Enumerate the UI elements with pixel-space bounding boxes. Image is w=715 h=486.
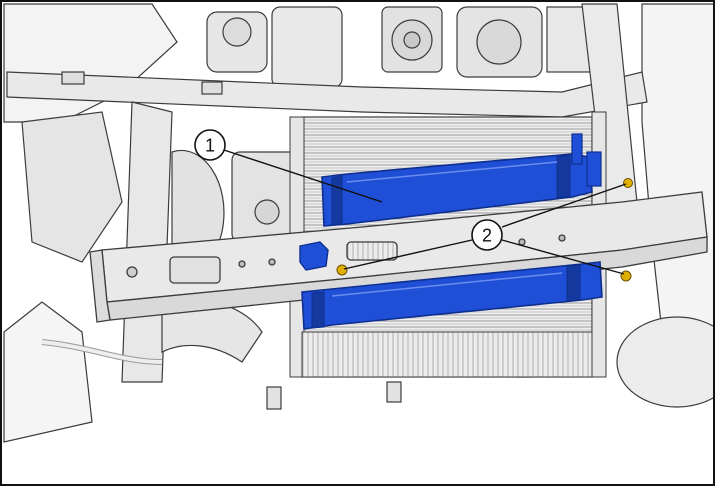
leader-lines	[223, 149, 627, 275]
cooler-bracket	[299, 241, 329, 271]
fasteners	[336, 178, 633, 282]
fastener-lower-right	[620, 270, 632, 282]
callout-2: 2	[471, 219, 503, 251]
callout-1-label: 1	[205, 136, 215, 156]
callout-1: 1	[194, 129, 226, 161]
engine-bay-background	[3, 3, 713, 443]
lower-cooler	[301, 261, 603, 330]
upper-cooler	[321, 133, 602, 227]
callout-2-label: 2	[482, 226, 492, 246]
cross-member	[89, 191, 708, 323]
fastener-upper-right	[623, 178, 633, 188]
fastener-left	[336, 264, 348, 276]
